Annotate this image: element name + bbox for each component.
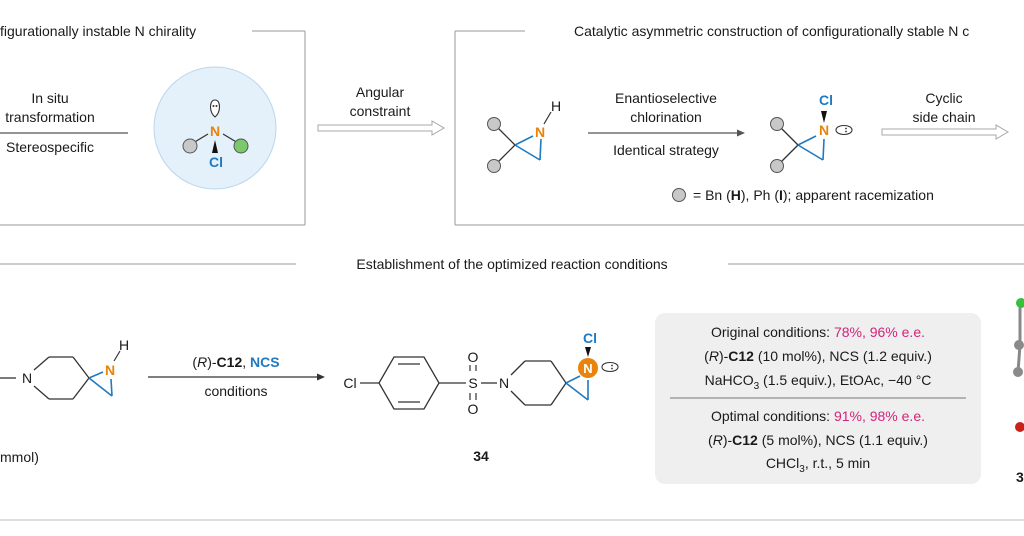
optimal-line2: (R)-C12 (5 mol%), NCS (1.1 equiv.) [708, 432, 928, 448]
optimal-line1: Optimal conditions: 91%, 98% e.e. [711, 408, 925, 424]
ncl-cl: Cl [819, 92, 833, 108]
product-label: 34 [473, 448, 489, 464]
sm-label: mmol) [0, 449, 39, 465]
crystal-structure-partial: 3 [1013, 298, 1024, 485]
lone-pair-icon [209, 99, 221, 118]
aziridine-h: H [551, 98, 561, 114]
atom-n: N [210, 123, 220, 139]
original-line2: (R)-C12 (10 mol%), NCS (1.2 equiv.) [704, 348, 932, 364]
stereospecific-label: Stereospecific [6, 139, 94, 155]
in-situ-label: In situ [31, 90, 68, 106]
panel-right-title: Catalytic asymmetric construction of con… [574, 23, 969, 39]
chlorination-label: chlorination [630, 109, 702, 125]
sulfonyl-o-bottom: O [468, 401, 479, 417]
optimal-line3: CHCl3, r.t., 5 min [766, 455, 870, 475]
n-inversion-circle [153, 66, 277, 190]
section-title: Establishment of the optimized reaction … [356, 256, 667, 272]
sulfonyl-s: S [468, 375, 477, 391]
red-atom [1015, 422, 1024, 432]
hollow-arrow-icon [881, 124, 1009, 140]
identical-strategy-label: Identical strategy [613, 142, 719, 158]
conditions-label: conditions [204, 383, 267, 399]
constraint-label: constraint [350, 103, 411, 119]
piperidine-n: N [499, 375, 509, 391]
cyclic-label: Cyclic [925, 90, 962, 106]
angular-constraint-arrow: Angular constraint [317, 84, 445, 136]
sm-aziridine-n: N [105, 362, 115, 378]
ncl-aziridine: N Cl [770, 92, 853, 173]
substituent-green-ball [233, 138, 249, 154]
conditions-box: Original conditions: 78%, 96% e.e. (R)-C… [655, 313, 981, 484]
section-header: Establishment of the optimized reaction … [0, 256, 1024, 272]
nh-aziridine: N H [487, 98, 561, 173]
substituent-grey-ball [182, 138, 198, 154]
hollow-arrow-icon [317, 120, 445, 136]
product-34: Cl S O O N N Cl 34 [343, 330, 619, 464]
main-reaction-arrow: (R)-C12, NCS conditions [148, 354, 325, 399]
aziridine-n: N [535, 124, 545, 140]
transformation-label: transformation [5, 109, 94, 125]
highlighted-n-ball [578, 358, 598, 378]
product-cl-substituent: Cl [343, 375, 356, 391]
grey-atom [1013, 367, 1023, 377]
lone-pair-icon [601, 361, 619, 373]
enantioselective-label: Enantioselective [615, 90, 717, 106]
lone-pair-icon [835, 124, 853, 136]
sm-h: H [119, 337, 129, 353]
sulfonyl-o-top: O [468, 349, 479, 365]
ncl-n: N [819, 122, 829, 138]
legend-text: = Bn (H), Ph (I); apparent racemization [693, 187, 934, 203]
panel-left-title: figurationally instable N chirality [0, 23, 196, 39]
wedge-bond [212, 140, 218, 153]
panel-left: figurationally instable N chirality In s… [0, 23, 306, 226]
starting-material: N N H mmol) [0, 337, 129, 465]
original-line3: NaHCO3 (1.5 equiv.), EtOAc, −40 °C [705, 372, 932, 392]
reagent-text: (R)-C12, NCS [192, 354, 279, 370]
panel-right: Catalytic asymmetric construction of con… [454, 23, 1024, 226]
cut-compound-label: 3 [1016, 469, 1024, 485]
sm-ring-n: N [22, 370, 32, 386]
grey-atom [1014, 340, 1024, 350]
original-line1: Original conditions: 78%, 96% e.e. [711, 324, 925, 340]
side-chain-label: side chain [912, 109, 975, 125]
product-cl: Cl [583, 330, 597, 346]
benzene-ring [378, 356, 440, 410]
green-atom [1016, 298, 1024, 308]
legend-ball [672, 188, 686, 202]
atom-cl: Cl [209, 154, 223, 170]
product-n: N [583, 361, 592, 376]
angular-label: Angular [356, 84, 405, 100]
reaction-arrow-head [737, 129, 745, 137]
